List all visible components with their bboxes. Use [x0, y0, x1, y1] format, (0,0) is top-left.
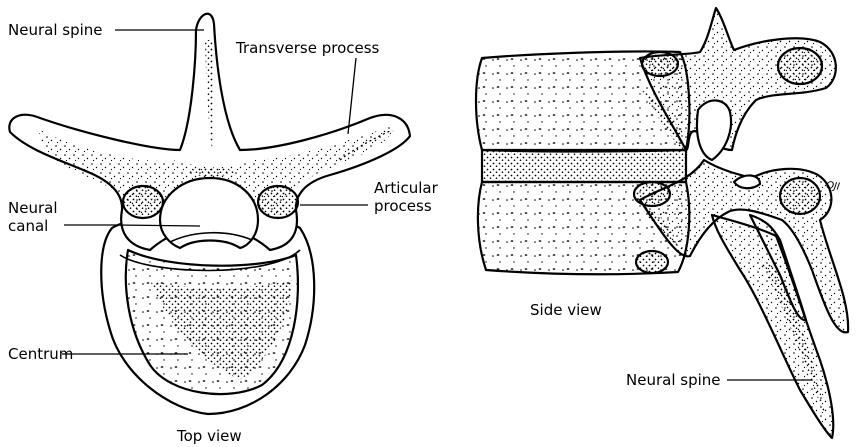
top-view-articular-facet-left	[123, 186, 163, 218]
artist-signature: OJI	[825, 177, 841, 196]
label-neural-spine-side: Neural spine	[626, 372, 721, 389]
label-neural-spine-top: Neural spine	[8, 22, 103, 39]
label-neural-canal-line2: canal	[8, 218, 48, 235]
label-articular-process-line1: Articular	[374, 180, 438, 197]
top-view-articular-facet-right	[258, 186, 298, 218]
label-side-view: Side view	[530, 302, 602, 319]
side-view-disc	[482, 150, 686, 182]
label-centrum: Centrum	[8, 346, 73, 363]
label-articular-process-line2: process	[374, 198, 432, 215]
label-transverse-process: Transverse process	[236, 40, 379, 57]
label-neural-canal-line1: Neural	[8, 200, 57, 217]
label-top-view: Top view	[177, 428, 242, 445]
